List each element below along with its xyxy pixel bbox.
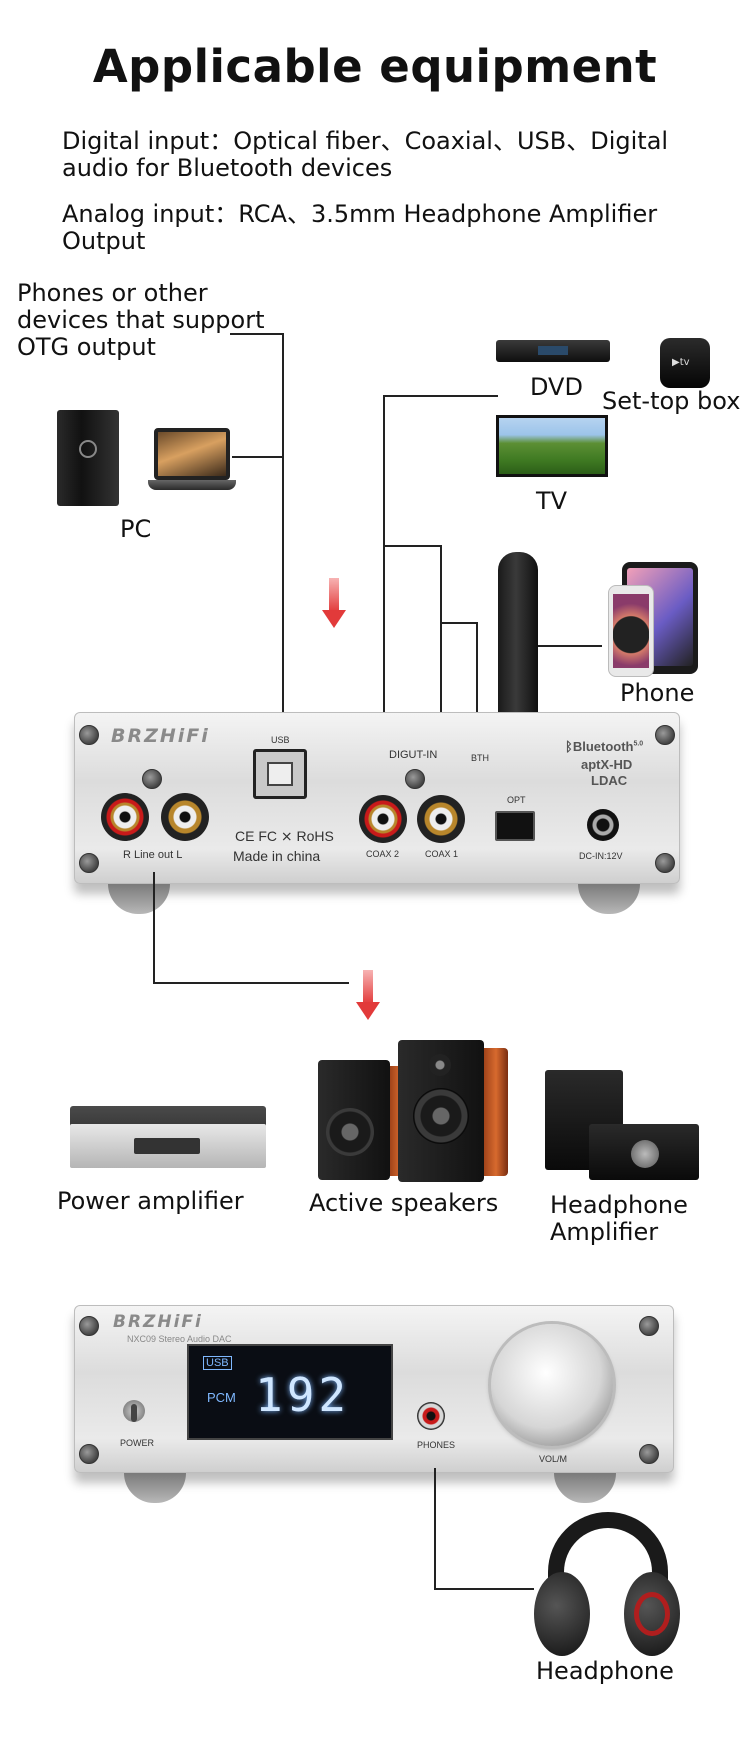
pc-tower-icon xyxy=(57,410,119,506)
dc-power-jack[interactable] xyxy=(587,809,619,841)
bluetooth-icon: ᛒ xyxy=(565,739,573,754)
headphone-label: Headphone xyxy=(536,1657,674,1685)
brand-logo: BRZHiFi xyxy=(113,1312,203,1332)
screw-icon xyxy=(655,853,675,873)
line-out-label: R Line out L xyxy=(123,849,183,861)
pc-label: PC xyxy=(120,515,152,543)
dac-front-panel: BRZHiFi NXC09 Stereo Audio DAC POWER USB… xyxy=(74,1305,674,1473)
device-foot xyxy=(554,1473,616,1503)
power-amplifier-label: Power amplifier xyxy=(57,1187,244,1215)
coax2-jack[interactable] xyxy=(359,795,407,843)
power-label: POWER xyxy=(120,1438,155,1448)
aptx-hd-label: aptX-HD xyxy=(581,757,633,772)
arrow-down-icon xyxy=(322,578,346,628)
made-in-label: Made in china xyxy=(233,848,321,864)
opt-label: OPT xyxy=(507,795,526,805)
screw-icon xyxy=(639,1444,659,1464)
active-speakers-label: Active speakers xyxy=(309,1189,499,1217)
dvd-player-icon xyxy=(496,340,610,362)
screw-icon xyxy=(405,769,425,789)
line-out-r-jack[interactable] xyxy=(101,793,149,841)
coax1-label: COAX 1 xyxy=(425,849,459,859)
headphone-amplifier-icon xyxy=(545,1070,699,1182)
headphone-icon xyxy=(534,1512,682,1658)
screw-icon xyxy=(639,1316,659,1336)
usb-label: USB xyxy=(271,735,290,745)
usb-b-port[interactable] xyxy=(253,749,307,799)
analog-input-description: Analog input：RCA、3.5mm Headphone Amplifi… xyxy=(62,200,658,255)
settop-label: Set-top box xyxy=(602,387,741,415)
certification-marks: CE FC ⨯ RoHS xyxy=(235,828,334,844)
dc-in-label: DC-IN:12V xyxy=(579,851,623,861)
device-foot xyxy=(578,884,640,914)
active-speakers-icon xyxy=(318,1040,508,1182)
screw-icon xyxy=(79,1444,99,1464)
headphone-jack[interactable] xyxy=(417,1402,445,1430)
digital-input-description: Digital input：Optical fiber、Coaxial、USB、… xyxy=(62,127,669,182)
settop-box-icon: ▶tv xyxy=(660,338,710,388)
display-mode-indicator: PCM xyxy=(207,1390,236,1405)
phones-label: PHONES xyxy=(417,1440,456,1450)
tv-label: TV xyxy=(536,487,568,515)
sample-rate-readout: 192 xyxy=(255,1368,351,1422)
dvd-label: DVD xyxy=(530,373,583,401)
brand-logo: BRZHiFi xyxy=(111,725,210,747)
screw-icon xyxy=(79,853,99,873)
screw-icon xyxy=(79,725,99,745)
phone-label: Phone xyxy=(620,679,695,707)
model-label: NXC09 Stereo Audio DAC xyxy=(127,1334,232,1344)
page-title: Applicable equipment xyxy=(92,40,658,93)
volume-label: VOL/M xyxy=(539,1454,568,1464)
power-switch[interactable] xyxy=(123,1400,145,1422)
optical-input-port[interactable] xyxy=(495,811,535,841)
coax2-label: COAX 2 xyxy=(366,849,400,859)
phone-icon xyxy=(608,585,654,677)
tv-icon xyxy=(496,415,608,477)
screw-icon xyxy=(655,725,675,745)
screw-icon xyxy=(142,769,162,789)
bluetooth-label: ᛒBluetooth5.0 xyxy=(565,739,644,754)
arrow-down-icon xyxy=(356,970,380,1020)
headphone-amplifier-label: Headphone Amplifier xyxy=(550,1191,688,1246)
screw-icon xyxy=(79,1316,99,1336)
device-foot xyxy=(108,884,170,914)
laptop-icon xyxy=(148,428,236,494)
lcd-display: USB PCM 192 xyxy=(187,1344,393,1440)
antenna-icon xyxy=(498,552,538,720)
bth-label: BTH xyxy=(471,753,489,763)
dac-rear-panel: BRZHiFi R Line out L USB CE FC ⨯ RoHS Ma… xyxy=(74,712,680,884)
power-amplifier-icon xyxy=(70,1106,266,1168)
display-source-indicator: USB xyxy=(203,1356,232,1370)
ldac-label: LDAC xyxy=(591,773,628,788)
phones-otg-label: Phones or other devices that support OTG… xyxy=(17,279,265,361)
device-foot xyxy=(124,1473,186,1503)
digital-in-label: DIGUT-IN xyxy=(389,749,438,761)
coax1-jack[interactable] xyxy=(417,795,465,843)
line-out-l-jack[interactable] xyxy=(161,793,209,841)
volume-knob[interactable] xyxy=(491,1324,613,1446)
